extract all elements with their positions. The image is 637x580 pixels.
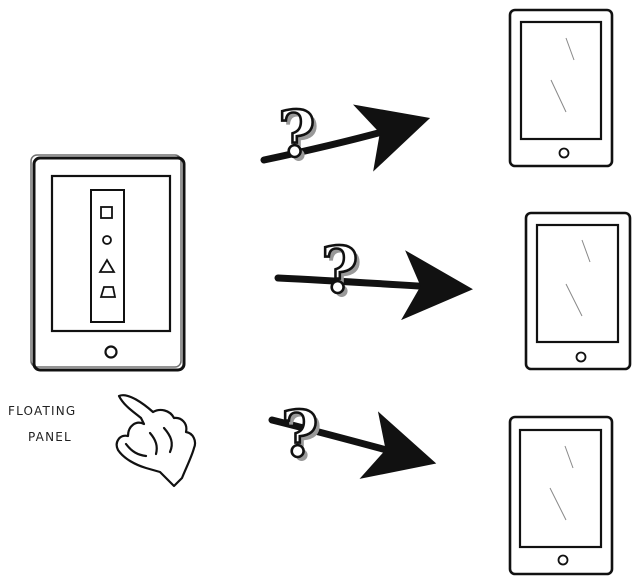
question-mark-bottom-icon: ? ? xyxy=(281,397,323,476)
pointing-hand-icon xyxy=(117,395,195,486)
svg-text:?: ? xyxy=(281,397,319,472)
question-mark-top-icon: ? ? xyxy=(278,97,320,176)
floating-panel-annotation: FLOATING PANEL xyxy=(8,404,76,444)
floating-panel xyxy=(91,190,124,322)
target-tablet-middle xyxy=(526,213,630,369)
source-tablet xyxy=(31,155,184,370)
question-mark-middle-icon: ? ? xyxy=(321,233,363,312)
home-button-icon xyxy=(560,149,569,158)
svg-text:?: ? xyxy=(321,233,359,308)
home-button-icon xyxy=(559,556,568,565)
home-button-icon xyxy=(577,353,586,362)
home-button-icon xyxy=(106,347,117,358)
target-tablet-bottom xyxy=(510,417,612,574)
annotation-line1: FLOATING xyxy=(8,404,76,418)
svg-text:?: ? xyxy=(278,97,316,172)
arrow-middle xyxy=(278,278,452,288)
target-tablet-top xyxy=(510,10,612,166)
annotation-line2: PANEL xyxy=(28,430,72,444)
